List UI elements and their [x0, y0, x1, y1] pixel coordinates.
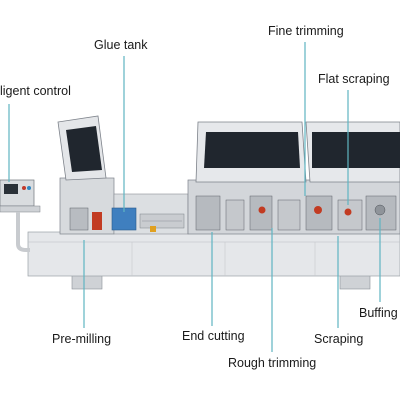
label-scraping: Scraping — [314, 332, 364, 346]
machine-foot-right — [339, 274, 371, 290]
machine-foot-left — [71, 274, 103, 290]
pre-milling-window — [66, 126, 102, 172]
label-flat-scraping: Flat scraping — [318, 72, 390, 86]
label-intelligent-control: ligent control — [0, 84, 71, 98]
label-pre-milling: Pre-milling — [52, 332, 112, 346]
label-rough-trimming: Rough trimming — [228, 356, 317, 370]
control-screen — [4, 184, 18, 194]
label-fine-trimming: Fine trimming — [268, 24, 344, 38]
label-buffing: Buffing — [359, 306, 398, 320]
label-end-cutting: End cutting — [182, 329, 245, 343]
front-window-left — [204, 132, 300, 168]
front-window-right — [312, 132, 400, 168]
leader-lines — [8, 42, 381, 352]
label-glue-tank: Glue tank — [94, 38, 148, 52]
